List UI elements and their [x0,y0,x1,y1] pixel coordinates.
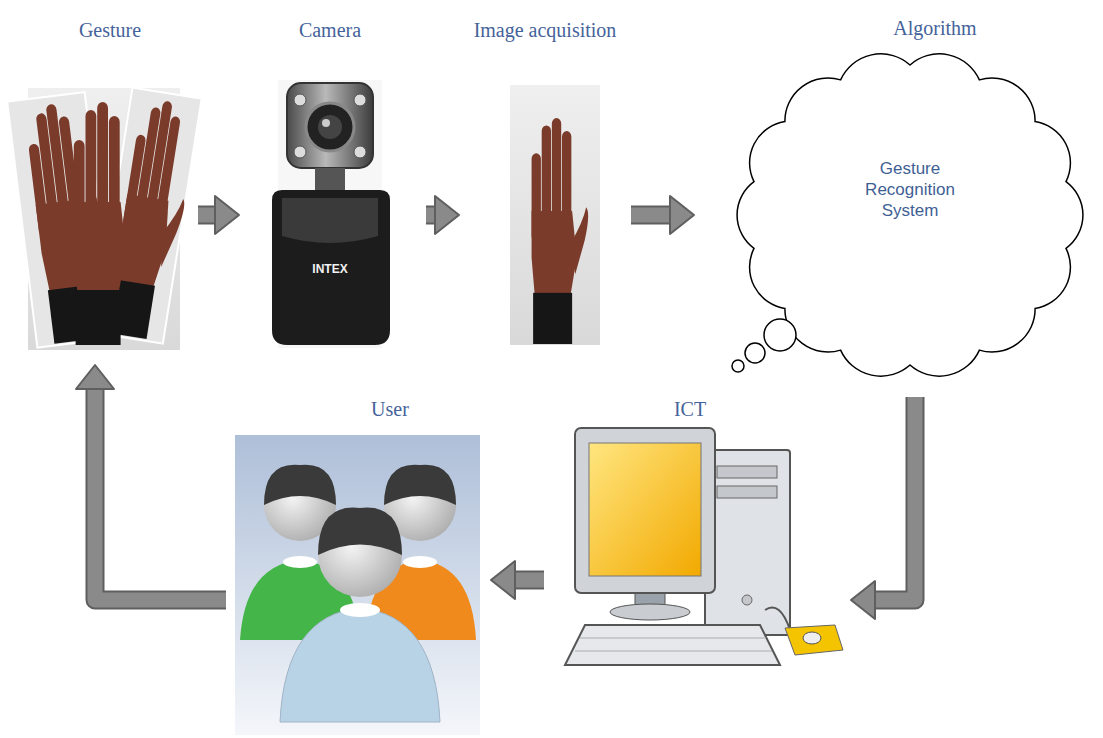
arrow-head [670,196,694,234]
algorithm-cloud: AlgorithmGesture Recognition System [700,10,1090,395]
block-arrow [198,196,239,234]
block-arrow [491,561,544,599]
node-heading: Gesture [79,18,141,42]
arrow-head [215,196,239,234]
block-arrow [76,365,226,600]
node-heading: Camera [299,18,361,42]
arrow-outline [872,397,915,600]
arrow-head [435,196,459,234]
block-arrow [426,196,459,234]
cloud-text: Gesture Recognition System [850,158,970,221]
arrow-head [76,365,114,389]
user-image: User [230,395,485,735]
arrow-body [95,386,226,600]
arrow-body [631,208,673,223]
node-heading: Image acquisition [474,18,617,42]
arrow-body [872,397,915,600]
arrow-outline [512,571,544,590]
arrow-body [512,573,544,588]
camera-image: Camera [245,12,420,350]
computer-image: ICT [550,395,845,700]
node-heading: ICT [674,397,706,421]
node-heading: User [371,397,409,421]
arrow-outline [95,386,226,600]
arrow-head [491,561,515,599]
arrow-head [851,581,875,619]
block-arrow [851,397,915,619]
gesture-image: Gesture [12,12,192,357]
node-heading: Algorithm [893,16,976,40]
acquired-image: Image acquisition [465,12,625,350]
brand-label: INTEX [312,262,347,276]
arrow-outline [631,206,673,225]
block-arrow [631,196,694,234]
